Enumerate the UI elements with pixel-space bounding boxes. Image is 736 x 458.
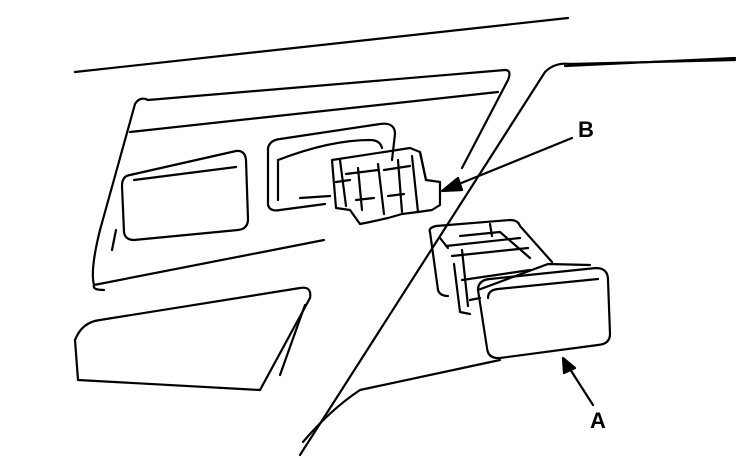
connector-b (330, 146, 442, 226)
switch-opening (266, 122, 397, 212)
callout-label-a: A (590, 408, 606, 433)
instrument-panel-outline (91, 58, 736, 457)
blank-switch-panel (120, 149, 250, 242)
leader-arrow-a (561, 356, 595, 407)
lower-trim-panel (73, 286, 312, 392)
callout-label-b: B (578, 117, 594, 142)
dashboard-top-edge (73, 16, 736, 74)
switch-a (428, 218, 612, 360)
leader-arrow-b (440, 136, 574, 193)
